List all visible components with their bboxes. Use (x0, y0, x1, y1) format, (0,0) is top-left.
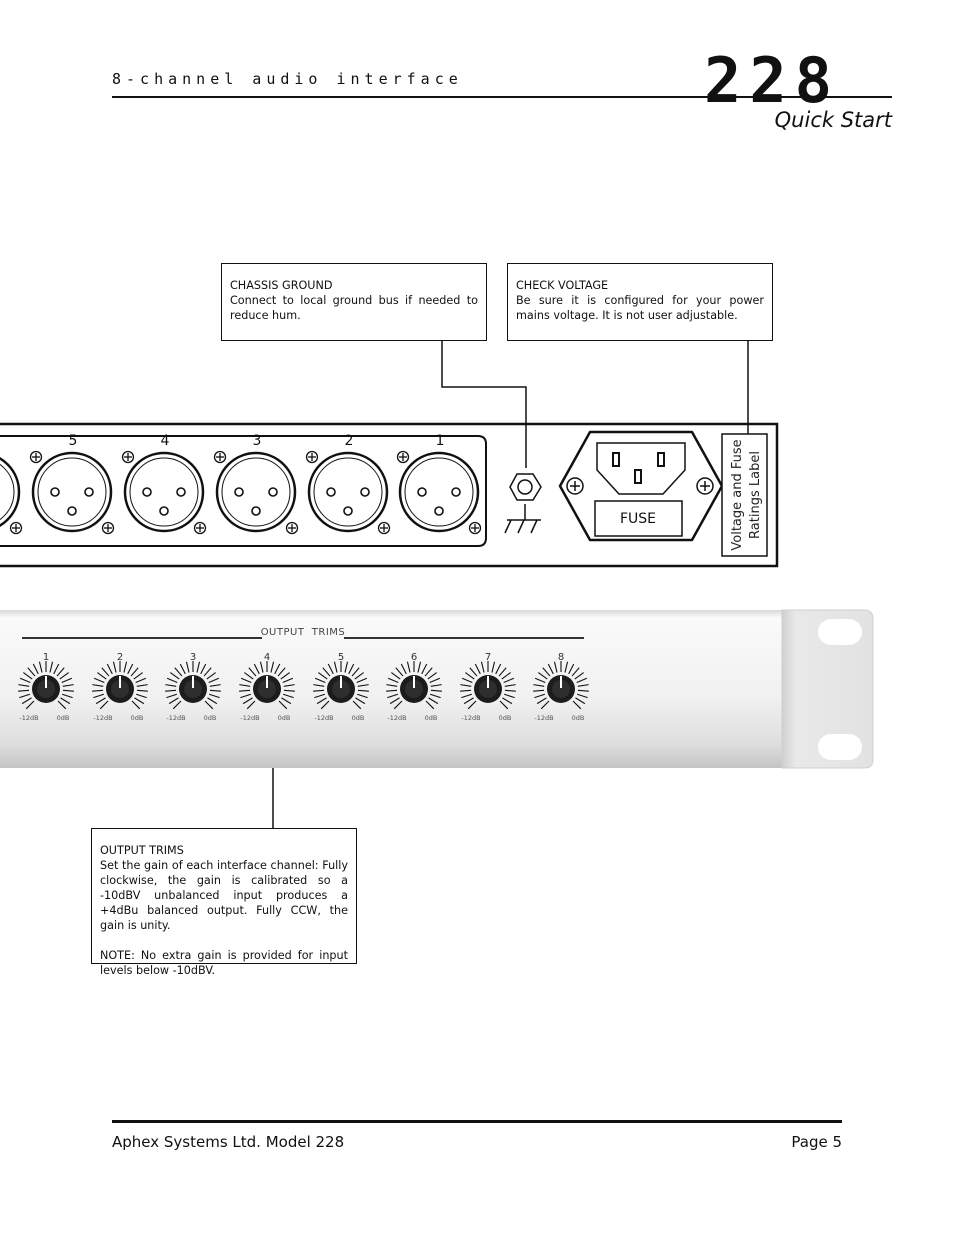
trim-channel-number: 5 (338, 652, 344, 663)
trim-max-label: 0dB (572, 714, 585, 722)
trim-channel-number: 8 (558, 652, 564, 663)
screw-icon (121, 450, 135, 464)
trim-min-label: -12dB (240, 714, 259, 722)
trim-max-label: 0dB (131, 714, 144, 722)
output-trim-knob[interactable]: 2 -12dB 0dB (92, 652, 148, 722)
callout-body: Be sure it is configured for your power … (516, 294, 764, 322)
output-trim-knob[interactable]: 5 -12dB 0dB (313, 652, 369, 722)
chassis-ground-leader (441, 340, 527, 468)
xlr-channel-number: 2 (345, 433, 354, 449)
xlr-connector: 5 (29, 433, 115, 535)
output-trim-knob[interactable]: 7 -12dB 0dB (460, 652, 516, 722)
trim-min-label: -12dB (314, 714, 333, 722)
screw-icon (305, 450, 319, 464)
rack-ear (781, 609, 874, 769)
xlr-plate (0, 435, 487, 547)
ground-post-icon (504, 473, 542, 534)
callout-body: Set the gain of each interface channel: … (100, 859, 348, 932)
xlr-connector: 3 (213, 433, 299, 535)
xlr-connector-partial (0, 457, 23, 535)
screw-icon (285, 521, 299, 535)
trim-min-label: -12dB (387, 714, 406, 722)
xlr-connector: 2 (305, 433, 391, 535)
screw-icon (9, 521, 23, 535)
trim-max-label: 0dB (204, 714, 217, 722)
xlr-connector: 4 (121, 433, 207, 535)
rack-slot-top (818, 619, 862, 645)
screw-icon (29, 450, 43, 464)
trim-min-label: -12dB (461, 714, 480, 722)
trim-channel-number: 3 (190, 652, 196, 663)
trim-max-label: 0dB (425, 714, 438, 722)
check-voltage-callout: CHECK VOLTAGE Be sure it is configured f… (507, 263, 773, 341)
xlr-channel-number: 3 (253, 433, 262, 449)
trims-section-label: OUTPUT TRIMS (261, 627, 346, 638)
screw-icon (213, 450, 227, 464)
model-logo: 228 (704, 44, 840, 117)
ratings-label-box (721, 433, 768, 557)
output-trim-knob[interactable]: 8 -12dB 0dB (533, 652, 589, 722)
output-trim-knob[interactable]: 6 -12dB 0dB (386, 652, 442, 722)
trim-channel-number: 7 (485, 652, 491, 663)
screw-icon (193, 521, 207, 535)
screw-icon (377, 521, 391, 535)
fuse-holder (594, 500, 683, 537)
page-number: Page 5 (791, 1133, 842, 1151)
rack-slot-bottom (818, 734, 862, 760)
callout-note: NOTE: No extra gain is provided for inpu… (100, 949, 348, 977)
trim-min-label: -12dB (166, 714, 185, 722)
footer-rule (112, 1120, 842, 1123)
trim-max-label: 0dB (57, 714, 70, 722)
trim-max-label: 0dB (352, 714, 365, 722)
output-trim-knob[interactable]: 1 -12dB 0dB (18, 652, 74, 722)
trim-channel-number: 1 (43, 652, 49, 663)
rear-panel-outline (0, 422, 779, 568)
product-line-title: 8-channel audio interface (112, 70, 463, 88)
trim-channel-number: 6 (411, 652, 417, 663)
callout-body: Connect to local ground bus if needed to… (230, 294, 478, 322)
trim-min-label: -12dB (534, 714, 553, 722)
output-trim-knobs: 1 -12dB 0dB 2 -12dB 0dB 3 -12dB 0dB 4 -12dB 0dB 5 -12… (18, 652, 589, 722)
output-trim-knob[interactable]: 3 -12dB 0dB (165, 652, 221, 722)
output-trim-knob[interactable]: 4 -12dB 0dB (239, 652, 295, 722)
output-trims-callout: OUTPUT TRIMS Set the gain of each interf… (91, 828, 357, 977)
chassis-ground-callout: CHASSIS GROUND Connect to local ground b… (221, 263, 487, 341)
trim-channel-number: 4 (264, 652, 270, 663)
screw-icon (101, 521, 115, 535)
xlr-connector: 1 (396, 433, 482, 535)
xlr-channel-number: 4 (161, 433, 170, 449)
callout-title: CHECK VOLTAGE (516, 279, 609, 292)
trim-max-label: 0dB (499, 714, 512, 722)
callout-title: CHASSIS GROUND (230, 279, 333, 292)
screw-icon (396, 450, 410, 464)
screw-icon (468, 521, 482, 535)
header-rule (112, 96, 892, 98)
fuse-label: FUSE (620, 511, 656, 527)
ratings-label-line1: Voltage and Fuse (730, 439, 745, 550)
xlr-channel-number: 5 (69, 433, 78, 449)
callout-title: OUTPUT TRIMS (100, 844, 184, 857)
xlr-connectors: 5 4 3 2 1 (0, 433, 482, 535)
trim-max-label: 0dB (278, 714, 291, 722)
ratings-label-line2: Ratings Label (748, 451, 763, 539)
trim-min-label: -12dB (19, 714, 38, 722)
xlr-channel-number: 1 (436, 433, 445, 449)
trim-min-label: -12dB (93, 714, 112, 722)
trim-channel-number: 2 (117, 652, 123, 663)
footer-left-text: Aphex Systems Ltd. Model 228 (112, 1133, 345, 1151)
page-subtitle: Quick Start (774, 108, 892, 132)
power-inlet-icon: FUSE (558, 430, 724, 542)
